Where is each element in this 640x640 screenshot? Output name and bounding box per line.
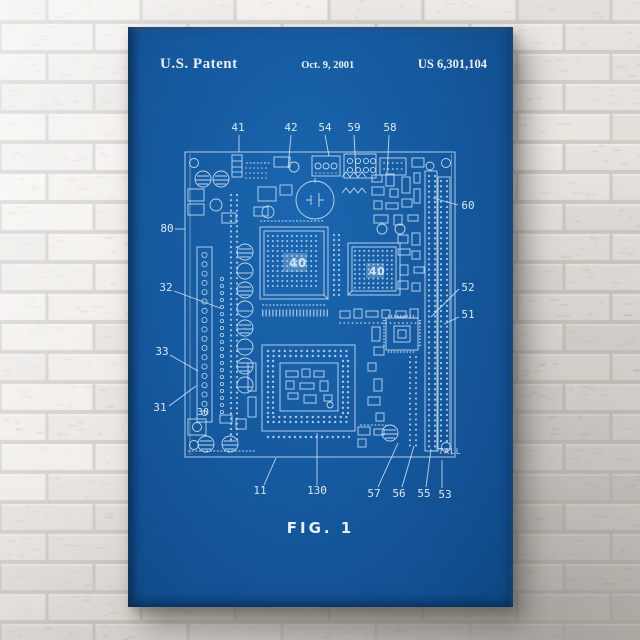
connector-pins-a: [427, 174, 437, 448]
component-cluster-mid: [209, 171, 421, 235]
ref-label-55: 55: [417, 487, 430, 500]
ref-label-32: 32: [159, 281, 172, 294]
left-dot-strip: [229, 193, 239, 441]
ref-label-11: 11: [253, 484, 266, 497]
ref-label-58: 58: [383, 121, 396, 134]
chip-label-2: 40: [369, 265, 385, 278]
ref-label-53: 53: [438, 488, 451, 501]
ref-label-30: 30: [197, 407, 209, 418]
ref-label-51: 51: [461, 308, 474, 321]
capacitor-cluster-topleft: [194, 170, 230, 188]
dot-block: [245, 167, 267, 179]
left-slot-strip: [196, 246, 213, 423]
cpu-chip-2-die: [366, 263, 384, 278]
pga-pins-right: [341, 359, 350, 415]
chip-label-1: 40: [289, 256, 307, 270]
between-chip-dot-column: [332, 233, 341, 297]
ref-label-59: 59: [347, 121, 360, 134]
ref-label-33: 33: [155, 345, 168, 358]
left-slot-holes: [201, 251, 208, 417]
leader-lines: [168, 134, 460, 488]
cpu-chip-1: [259, 226, 329, 300]
ref-label-52: 52: [461, 281, 474, 294]
top-components: [187, 153, 435, 216]
component-cluster-right: [397, 232, 425, 292]
pga-pins-top: [266, 349, 348, 358]
ref-label-42: 42: [284, 121, 297, 134]
dot-row-mid: [339, 322, 421, 324]
qfp-chip: [382, 314, 422, 354]
poster-header: U.S. Patent Oct. 9, 2001 US 6,301,104: [160, 56, 487, 73]
component-column-right-lower: [367, 326, 385, 422]
dot-row: [315, 172, 337, 174]
cpu-chip-1-balls: [267, 235, 317, 287]
ref-label-130: 130: [307, 484, 327, 497]
pga-pins-left: [266, 359, 275, 415]
patent-title: U.S. Patent: [160, 56, 238, 72]
connector-pins-c: [408, 355, 418, 447]
left-small-hole-column: [220, 276, 225, 414]
cpu-chip-2-balls: [354, 250, 393, 289]
dot-block: [383, 162, 403, 170]
figure-caption: FIG. 1: [286, 519, 355, 537]
ref-label-56: 56: [392, 487, 405, 500]
ref-label-57: 57: [367, 487, 380, 500]
component-cluster-bottomright: [357, 424, 399, 448]
reference-numerals: 41 42 54 59 58 60 52 51 80 32 33 31 30 1…: [153, 121, 474, 501]
ref-label-80: 80: [160, 222, 173, 235]
pga-socket: [247, 344, 356, 432]
ref-label-41: 41: [231, 121, 244, 134]
connector-pins-b: [439, 179, 449, 443]
ref-label-31: 31: [153, 401, 166, 414]
ref-label-60: 60: [461, 199, 474, 212]
cpu-chip-1-die: [283, 253, 307, 272]
battery-icon: [295, 178, 335, 220]
patent-number: US 6,301,104: [417, 57, 487, 71]
board-note: 7ALL: [438, 447, 461, 456]
cpu-chip-2: [347, 242, 401, 296]
patent-date: Oct. 9, 2001: [301, 60, 355, 71]
pga-dot-row-below: [266, 435, 351, 439]
pga-pins-bottom: [266, 415, 348, 424]
capacitor-column-left: [236, 243, 254, 394]
patent-figure-drawing: 40 40: [153, 121, 474, 501]
component-cluster-bottomleft: [187, 414, 256, 453]
ref-label-54: 54: [318, 121, 332, 134]
patent-poster: U.S. Patent Oct. 9, 2001 US 6,301,104: [128, 27, 513, 607]
